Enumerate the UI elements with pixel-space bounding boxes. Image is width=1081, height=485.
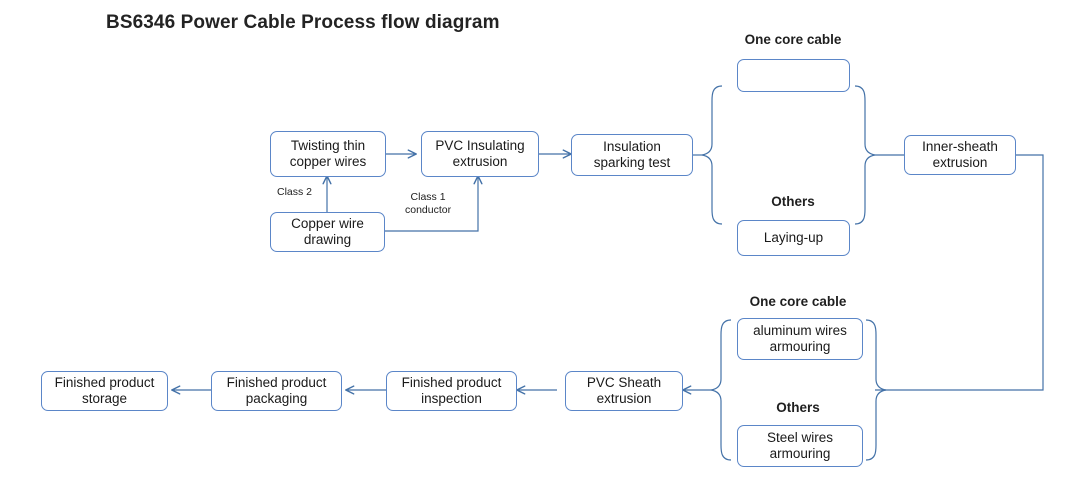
node-finished-product-storage[interactable]: Finished product storage: [41, 371, 168, 411]
node-finished-product-inspection[interactable]: Finished product inspection: [386, 371, 517, 411]
edge-label-class-1-line2: conductor: [405, 203, 452, 216]
node-one-core-cable-arrow[interactable]: [737, 59, 850, 92]
node-inner-sheath-extrusion[interactable]: Inner-sheath extrusion: [904, 135, 1016, 175]
edge-label-class-1-conductor: Class 1 conductor: [405, 191, 451, 216]
node-pvc-insulating-extrusion[interactable]: PVC Insulating extrusion: [421, 131, 539, 177]
node-twisting-thin-copper-wires[interactable]: Twisting thin copper wires: [270, 131, 386, 177]
node-aluminum-wires-armouring[interactable]: aluminum wires armouring: [737, 318, 863, 360]
node-pvc-sheath-extrusion[interactable]: PVC Sheath extrusion: [565, 371, 683, 411]
group-header-lower-others: Others: [776, 400, 820, 415]
node-steel-wires-armouring[interactable]: Steel wires armouring: [737, 425, 863, 467]
brace-open-upper: [701, 85, 723, 225]
node-copper-wire-drawing[interactable]: Copper wire drawing: [270, 212, 385, 252]
connector-inner-sheath-to-lower-group: [875, 154, 1044, 391]
group-header-lower-one-core: One core cable: [749, 294, 847, 309]
edge-label-class-2: Class 2: [277, 186, 313, 198]
edge-label-class-1-line1: Class 1: [410, 191, 446, 203]
brace-open-lower: [710, 319, 732, 461]
node-finished-product-packaging[interactable]: Finished product packaging: [211, 371, 342, 411]
node-laying-up[interactable]: Laying-up: [737, 220, 850, 256]
brace-close-upper: [854, 85, 876, 225]
node-insulation-sparking-test[interactable]: Insulation sparking test: [571, 134, 693, 176]
group-header-upper-others: Others: [771, 194, 815, 209]
group-header-upper-one-core: One core cable: [744, 32, 842, 47]
brace-close-lower: [865, 319, 887, 461]
page-title: BS6346 Power Cable Process flow diagram: [106, 12, 500, 33]
